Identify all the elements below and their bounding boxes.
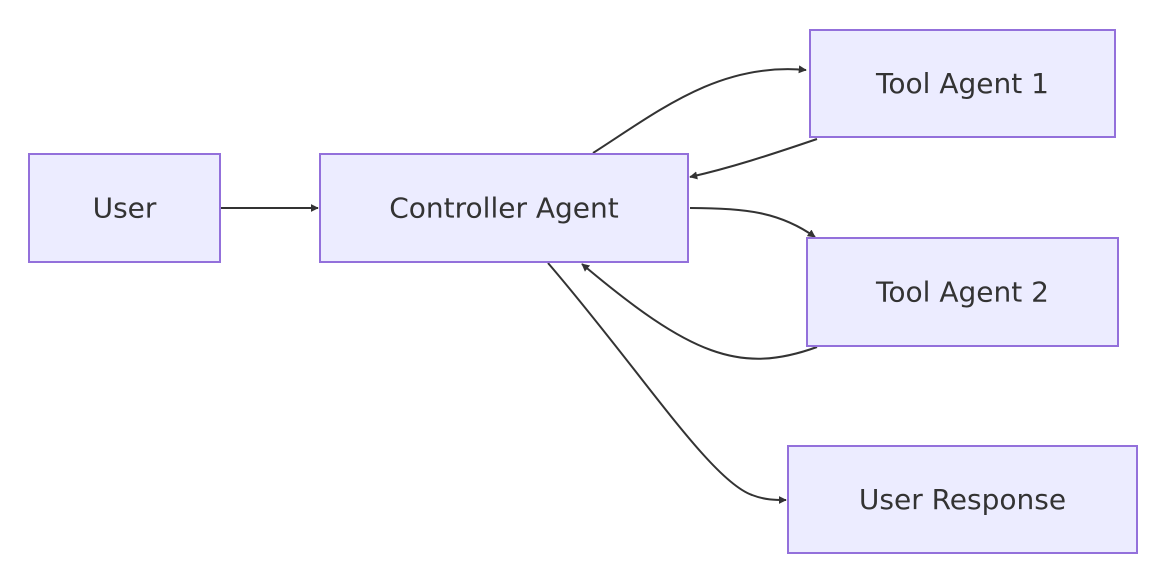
edge-tool-agent-2-to-controller bbox=[581, 263, 818, 360]
node-tool-agent-2[interactable]: Tool Agent 2 bbox=[806, 237, 1119, 347]
node-tool-agent-1[interactable]: Tool Agent 1 bbox=[809, 29, 1116, 138]
node-controller-agent-box bbox=[319, 153, 689, 263]
node-tool-agent-2-box bbox=[806, 237, 1119, 347]
edge-controller-to-tool-agent-1 bbox=[592, 65, 807, 154]
edge-tool-agent-1-to-controller bbox=[689, 138, 818, 180]
node-user-box bbox=[28, 153, 221, 263]
edge-controller-to-user-response bbox=[547, 262, 787, 504]
node-user[interactable]: User bbox=[28, 153, 221, 263]
node-tool-agent-2-label: Tool Agent 2 bbox=[875, 276, 1049, 309]
node-tool-agent-1-label: Tool Agent 1 bbox=[875, 67, 1049, 100]
node-user-label: User bbox=[93, 192, 157, 225]
node-user-response-label: User Response bbox=[859, 483, 1066, 516]
node-user-response[interactable]: User Response bbox=[787, 445, 1138, 554]
node-controller-agent[interactable]: Controller Agent bbox=[319, 153, 689, 263]
node-user-response-box bbox=[787, 445, 1138, 554]
edge-controller-to-tool-agent-2 bbox=[689, 207, 816, 238]
node-tool-agent-1-box bbox=[809, 29, 1116, 138]
edges bbox=[221, 65, 818, 504]
node-controller-agent-label: Controller Agent bbox=[389, 192, 619, 225]
